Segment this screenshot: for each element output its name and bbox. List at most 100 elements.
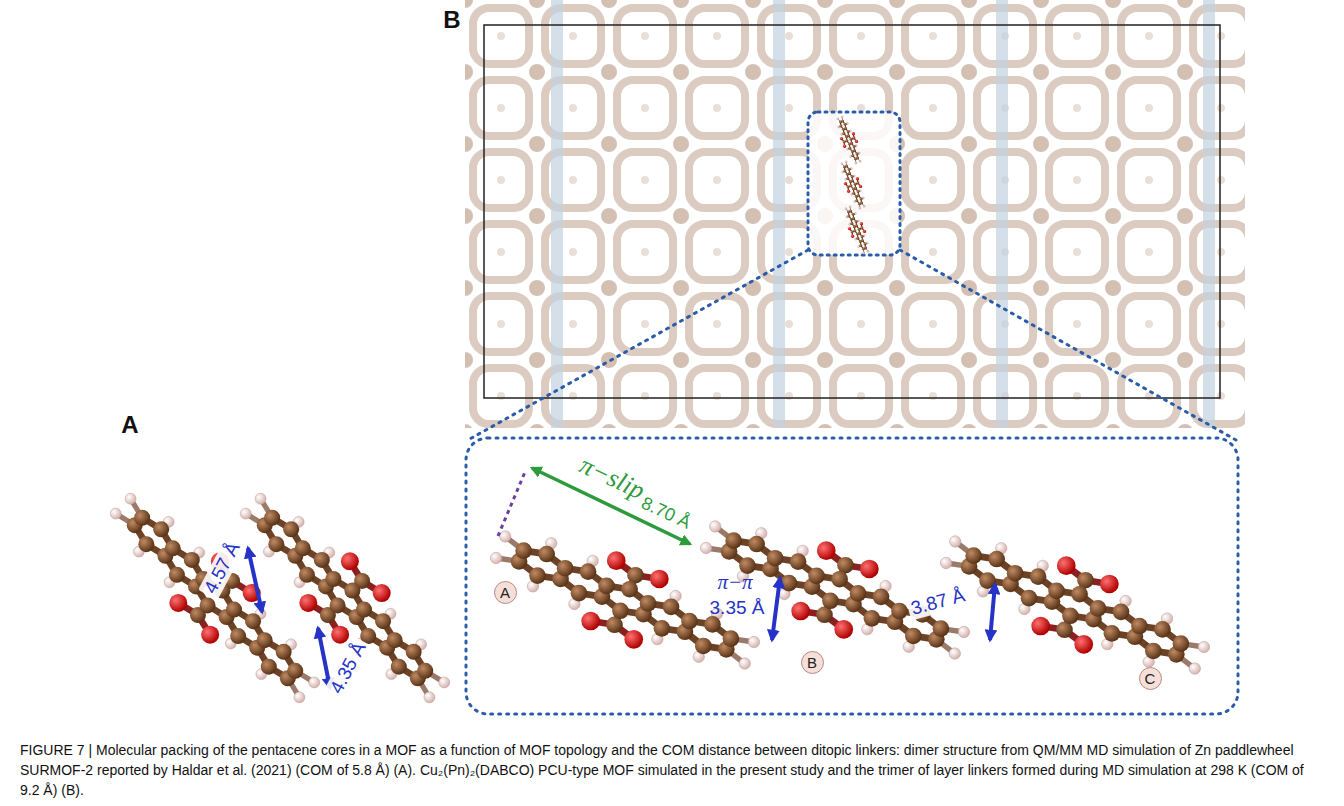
carbon-atom [850, 222, 853, 225]
distance-arrow [772, 578, 780, 640]
unit-cell-frame [484, 25, 1220, 398]
panel-label: A [121, 411, 138, 439]
hydrogen-atom [1189, 663, 1200, 674]
carbon-atom [853, 229, 856, 232]
carbon-atom [169, 567, 185, 583]
carbon-atom [654, 620, 671, 637]
carbon-atom [612, 602, 629, 619]
figure-caption: FIGURE 7 | Molecular packing of the pent… [20, 740, 1325, 800]
hydrogen-atom [849, 206, 851, 208]
distance-label: 3.35 Å [710, 597, 765, 619]
stacking-label: π−π [717, 570, 752, 594]
oxygen-atom [1031, 617, 1050, 636]
oxygen-atom [373, 584, 391, 602]
carbon-atom [1090, 600, 1107, 617]
tag-letter: C [1145, 671, 1156, 686]
hydrogen-atom [490, 552, 501, 563]
distance-arrow [318, 628, 330, 688]
hydrogen-atom [845, 208, 847, 210]
carbon-atom [681, 613, 698, 630]
pentacene-linker [837, 116, 861, 164]
carbon-atom [848, 147, 851, 150]
mof-lattice [465, 0, 1245, 428]
hydrogen-atom [855, 162, 857, 164]
pentacene-linker [700, 521, 969, 660]
oxygen-atom [624, 630, 643, 649]
lattice-column [996, 0, 1008, 428]
carbon-atom [230, 628, 246, 644]
carbon-atom [287, 663, 303, 679]
carbon-atom [257, 632, 273, 648]
carbon-atom [325, 571, 341, 587]
carbon-atom [375, 613, 391, 629]
carbon-atom [891, 603, 908, 620]
carbon-atom [571, 585, 588, 602]
hydrogen-atom [867, 250, 869, 252]
hydrogen-atom [309, 677, 320, 688]
oxygen-atom [840, 137, 843, 140]
carbon-atom [515, 542, 532, 559]
carbon-atom [1113, 604, 1130, 621]
carbon-atom [330, 597, 346, 613]
carbon-atom [847, 134, 850, 137]
distance-arrow [990, 584, 995, 640]
zoom-trimer [490, 521, 1209, 675]
carbon-atom [406, 644, 422, 660]
hydrogen-atom [499, 531, 510, 542]
carbon-atom [842, 132, 845, 135]
carbon-atom [852, 217, 855, 220]
tag-letter: B [807, 655, 817, 670]
oxygen-atom [860, 560, 879, 579]
carbon-atom [847, 215, 850, 218]
hydrogen-atom [863, 205, 865, 207]
oxygen-atom [1100, 575, 1119, 594]
oxygen-atom [848, 227, 851, 230]
carbon-atom [933, 620, 950, 637]
carbon-atom [200, 597, 216, 613]
hydrogen-atom [240, 508, 251, 519]
carbon-atom [1145, 643, 1162, 660]
carbon-atom [748, 536, 765, 553]
carbon-atom [850, 142, 853, 145]
carbon-atom [860, 197, 863, 200]
carbon-atom [1021, 590, 1038, 607]
carbon-atom [843, 141, 846, 144]
oxygen-atom [863, 230, 866, 233]
pentacene-linker [110, 493, 320, 703]
carbon-atom [849, 210, 852, 213]
carbon-atom [580, 563, 597, 580]
carbon-atom [864, 247, 867, 250]
carbon-atom [134, 510, 150, 526]
carbon-atom [1071, 586, 1088, 603]
carbon-atom [695, 638, 712, 655]
hydrogen-atom [739, 658, 750, 669]
carbon-atom [1131, 618, 1148, 635]
carbon-atom [860, 202, 863, 205]
carbon-atom [852, 137, 855, 140]
carbon-atom [299, 567, 315, 583]
oxygen-atom [341, 552, 359, 570]
hydrogen-atom [859, 160, 861, 162]
oxygen-atom [201, 626, 219, 644]
carbon-atom [855, 224, 858, 227]
carbon-atom [852, 213, 855, 216]
oxygen-atom [650, 570, 669, 589]
carbon-atom [905, 628, 922, 645]
carbon-atom [859, 244, 862, 247]
hydrogen-atom [837, 118, 839, 120]
carbon-atom [640, 595, 657, 612]
carbon-atom [839, 125, 842, 128]
carbon-atom [849, 184, 852, 187]
carbon-atom [261, 659, 277, 675]
oxygen-atom [860, 222, 863, 225]
carbon-atom [858, 232, 861, 235]
carbon-atom [184, 552, 200, 568]
carbon-atom [417, 663, 433, 679]
molecule-tag: A [494, 581, 517, 604]
hydrogen-atom [110, 508, 121, 519]
oxygen-atom [855, 140, 858, 143]
slip-reference-line [498, 472, 525, 536]
hydrogen-atom [748, 636, 759, 647]
molecule-tag: B [801, 651, 824, 674]
hydrogen-atom [700, 542, 711, 553]
